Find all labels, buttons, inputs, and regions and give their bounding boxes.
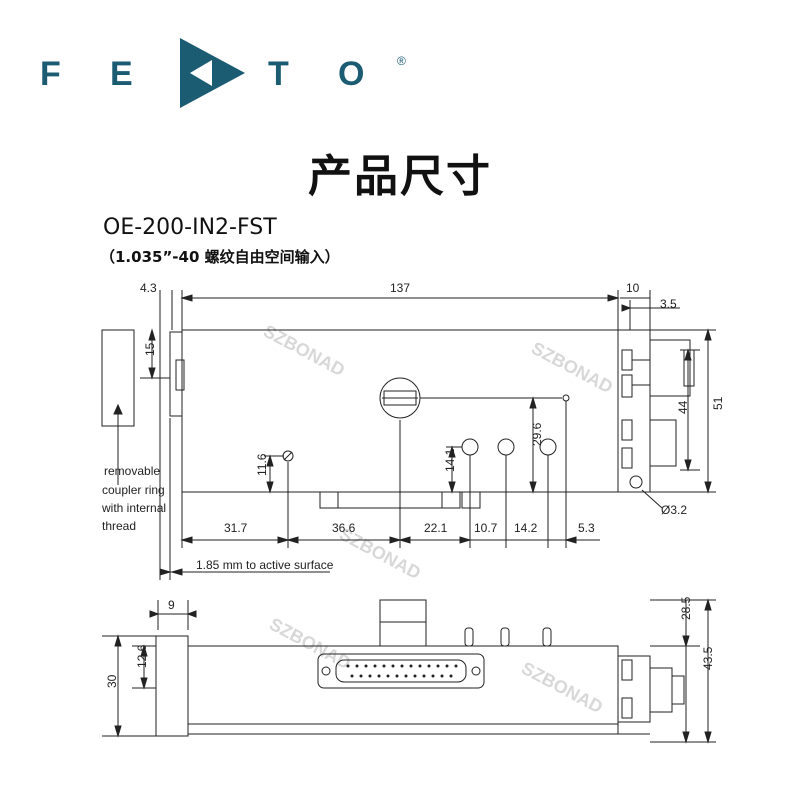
femto-logo: F E M T O ® xyxy=(40,30,420,120)
dim-28-5: 28.5 xyxy=(679,596,693,620)
dim-30: 30 xyxy=(105,674,119,688)
db25-pins xyxy=(346,664,458,678)
dim-9: 9 xyxy=(168,598,175,612)
dim-12-6: 12.6 xyxy=(135,644,149,668)
model-number: OE-200-IN2-FST xyxy=(103,215,277,240)
dim-22-1: 22.1 xyxy=(424,521,448,535)
dim-51: 51 xyxy=(711,396,725,410)
dim-44: 44 xyxy=(676,400,690,414)
logo-letter-f: F xyxy=(40,55,61,93)
dim-36-6: 36.6 xyxy=(332,521,356,535)
dim-10: 10 xyxy=(626,281,640,295)
top-view xyxy=(101,290,716,580)
logo-letter-o: O xyxy=(338,55,364,93)
coupler-note-line-1: removable xyxy=(104,464,160,478)
dim-43-5: 43.5 xyxy=(701,646,715,670)
logo-registered: ® xyxy=(397,54,406,68)
dim-137: 137 xyxy=(390,281,410,295)
dim-14-1: 14.1 xyxy=(443,448,457,472)
watermark-2: SZBONAD xyxy=(528,338,616,397)
surface-note: 1.85 mm to active surface xyxy=(196,558,334,572)
watermark-5: SZBONAD xyxy=(518,658,606,717)
coupler-note-line-4: thread xyxy=(102,519,136,533)
logo-letter-t: T xyxy=(268,55,289,93)
dimension-drawing: SZBONAD SZBONAD SZBONAD SZBONAD SZBONAD xyxy=(0,270,800,800)
dim-31-7: 31.7 xyxy=(224,521,248,535)
logo-triangle-mark xyxy=(180,38,245,108)
coupler-note-line-2: coupler ring xyxy=(102,483,165,497)
side-view xyxy=(102,598,716,744)
page-title: 产品尺寸 xyxy=(308,151,492,202)
dim-4-3: 4.3 xyxy=(140,281,157,295)
dim-11-6: 11.6 xyxy=(255,453,269,476)
dim-3-2: Ø3.2 xyxy=(661,503,687,517)
dim-15: 15 xyxy=(143,342,157,356)
dim-29-6: 29.6 xyxy=(530,422,544,446)
coupler-note-line-3: with internal xyxy=(101,501,166,515)
model-subtitle: （1.035”-40 螺纹自由空间输入） xyxy=(100,248,340,266)
watermark-4: SZBONAD xyxy=(266,614,354,673)
dim-3-5: 3.5 xyxy=(660,297,677,311)
logo-letter-e: E xyxy=(110,55,133,93)
dim-10-7: 10.7 xyxy=(474,521,498,535)
dim-14-2: 14.2 xyxy=(514,521,538,535)
dim-5-3: 5.3 xyxy=(578,521,595,535)
